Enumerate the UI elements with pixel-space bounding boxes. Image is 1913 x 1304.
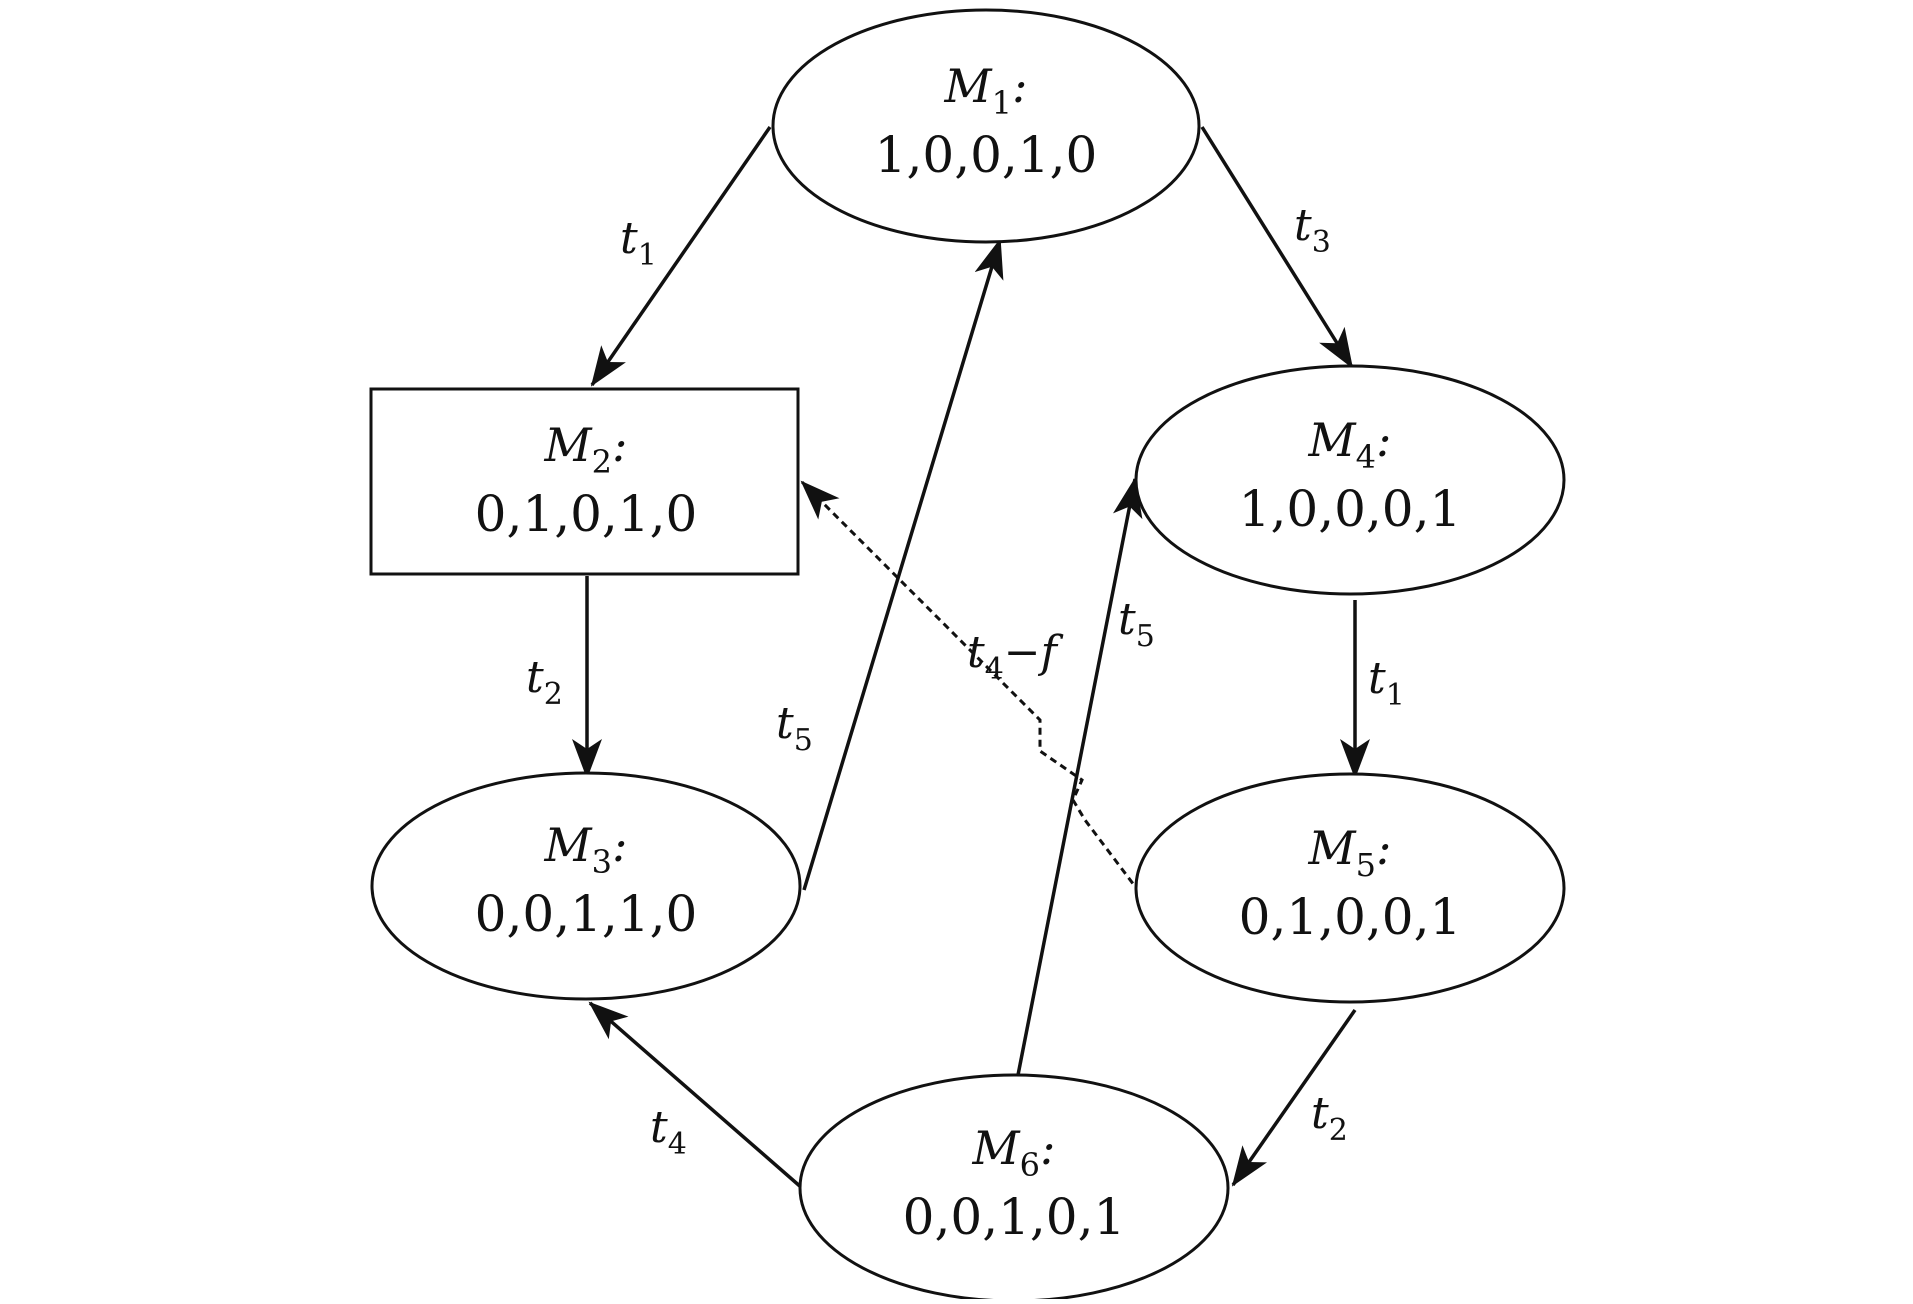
state-m2-box: [369, 387, 800, 576]
edge-m1-to-m2: [590, 126, 772, 387]
edge-label-m4-m5: t1: [1368, 653, 1405, 713]
state-m6-name: M6:: [972, 1121, 1056, 1184]
state-m4-ellipse: [1134, 364, 1566, 596]
edge-label-m6-m3: t4: [650, 1102, 687, 1162]
state-m3-ellipse: [370, 771, 802, 1001]
edge-m6-to-m3: [588, 1001, 804, 1190]
edge-label-m3-m1: t5: [776, 698, 813, 758]
state-m3-name: M3:: [544, 818, 628, 881]
state-m1-marking: 1,0,0,1,0: [875, 126, 1098, 184]
edge-m3-to-m1: [802, 238, 1004, 891]
state-m4-name: M4:: [1308, 413, 1392, 476]
edge-label-m6-m4: t5: [1118, 594, 1155, 654]
state-m6-marking: 0,0,1,0,1: [903, 1188, 1126, 1246]
state-m1-name: M1:: [944, 59, 1028, 122]
state-m5-ellipse: [1134, 772, 1566, 1004]
edge-label-m1-m2: t1: [620, 213, 657, 273]
state-m5: M5: 0,1,0,0,1: [1134, 772, 1566, 1004]
state-m2: M2: 0,1,0,1,0: [369, 387, 800, 576]
state-m3: M3: 0,0,1,1,0: [370, 771, 802, 1001]
state-m2-marking: 0,1,0,1,0: [475, 485, 698, 543]
state-m1: M1: 1,0,0,1,0: [771, 8, 1201, 244]
edge-m5-to-m2-dashed: [800, 480, 1142, 894]
state-m1-ellipse: [771, 8, 1201, 244]
edge-label-m5-m6: t2: [1311, 1088, 1348, 1148]
state-m3-marking: 0,0,1,1,0: [475, 885, 698, 943]
state-m6: M6: 0,0,1,0,1: [798, 1073, 1230, 1303]
edge-labels: t1 t3 t2 t5 t1 t4−f t2 t4 t5: [526, 200, 1405, 1162]
state-m4-marking: 1,0,0,0,1: [1239, 480, 1462, 538]
edge-label-m5-m2: t4−f: [967, 627, 1064, 687]
edge-m5-to-m6: [1231, 1008, 1357, 1187]
state-m4: M4: 1,0,0,0,1: [1134, 364, 1566, 596]
state-m2-name: M2:: [544, 418, 628, 481]
state-m5-name: M5:: [1308, 821, 1392, 884]
state-m6-ellipse: [798, 1073, 1230, 1303]
edge-m1-to-m4: [1200, 126, 1354, 369]
edges: [572, 126, 1370, 1190]
edge-m6-to-m4: [1016, 477, 1143, 1076]
edge-label-m2-m3: t2: [526, 652, 563, 712]
state-m5-marking: 0,1,0,0,1: [1239, 888, 1462, 946]
edge-label-m1-m4: t3: [1294, 200, 1331, 260]
